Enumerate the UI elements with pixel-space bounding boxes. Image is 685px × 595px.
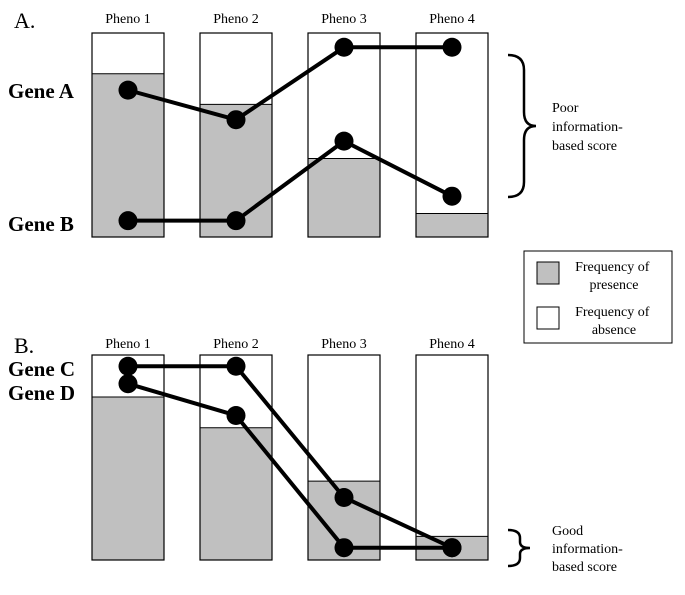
gene-a-pheno-4-point [442,37,462,57]
panel-b-label: B. [14,333,34,358]
gene-d-pheno-2-point [226,405,246,425]
panel-a-pheno-4-absence-area [416,33,488,237]
legend-presence-line-1: Frequency of [575,260,650,275]
gene-d-line [127,381,452,550]
panel-a-note: Poor information- based score [552,101,626,154]
panel-b-pheno-1-label: Pheno 1 [105,337,151,352]
panel-b-note-line-1: Good [552,524,583,539]
gene-b-line [128,139,453,223]
legend-absence-line-2: absence [592,323,636,338]
panel-a-pheno-1-presence-fill [92,73,164,237]
panel-b-brace [507,528,531,568]
panel-b-bars [91,354,489,561]
gene-b-label: Gene B [8,212,74,236]
gene-d-pheno-1-point [118,374,138,394]
gene-b-pheno-3-point [334,131,354,151]
gene-d-pheno-4-point [442,538,462,558]
gene-a-label: Gene A [8,79,75,103]
panel-b-pheno-3-bar-outline [307,354,381,561]
legend-absence-swatch [536,306,560,330]
panel-a-note-line-1: Poor [552,101,579,116]
panel-b-note-line-3: based score [552,560,617,575]
gene-a-pheno-1-point [118,80,138,100]
panel-a-bars [91,32,489,238]
gene-a-pheno-2-point [226,110,246,130]
panel-a-pheno-3-bar-outline [307,32,381,238]
panel-b-pheno-1-presence-fill [92,397,164,560]
panel-a-gene-lines [118,37,462,231]
panel-a-brace [507,53,537,199]
panel-b-note: Good information- based score [552,524,626,575]
panel-a-pheno-1-bar-outline [91,32,165,238]
panel-b-pheno-3-label: Pheno 3 [321,337,367,352]
panel-b-pheno-1-bar-outline [91,354,165,561]
legend-absence-line-1: Frequency of [575,305,650,320]
panel-a-note-line-3: based score [552,139,617,154]
panel-b-pheno-4-absence-area [416,355,488,560]
gene-c-pheno-1-point [118,356,138,376]
gene-c-pheno-3-point [334,487,354,507]
gene-a-pheno-3-point [334,37,354,57]
legend-presence-label: Frequency of presence [575,260,653,293]
panel-b-pheno-2-presence-fill [200,427,272,560]
panel-b-pheno-4-bar-outline [415,354,489,561]
gene-c-label: Gene C [8,357,75,381]
gene-a-line [127,45,452,122]
panel-a-pheno-4-presence-fill [416,213,488,237]
gene-c-line [128,364,453,550]
gene-b-pheno-2-point [226,211,246,231]
panel-a-pheno-3-label: Pheno 3 [321,12,367,27]
panel-a-note-line-2: information- [552,120,623,135]
panel-a-pheno-4-label: Pheno 4 [429,12,475,27]
gene-d-label: Gene D [8,381,75,405]
panel-a-pheno-4-bar-outline [415,32,489,238]
panel-b-pheno-2-label: Pheno 2 [213,337,259,352]
gene-b-pheno-1-point [118,211,138,231]
legend-presence-line-2: presence [590,278,639,293]
panel-b-note-line-2: information- [552,542,623,557]
gene-b-pheno-4-point [442,186,462,206]
panel-a-pheno-1-label: Pheno 1 [105,12,151,27]
panel-a-pheno-2-bar-outline [199,32,273,238]
panel-a-label: A. [14,8,35,33]
legend-presence-swatch [536,261,560,285]
panel-b-gene-lines [118,356,462,558]
gene-d-pheno-3-point [334,538,354,558]
legend-absence-label: Frequency of absence [575,305,653,338]
panel-a-pheno-2-label: Pheno 2 [213,12,259,27]
panel-b-pheno-4-label: Pheno 4 [429,337,475,352]
panel-a-pheno-3-presence-fill [308,158,380,237]
gene-c-pheno-2-point [226,356,246,376]
